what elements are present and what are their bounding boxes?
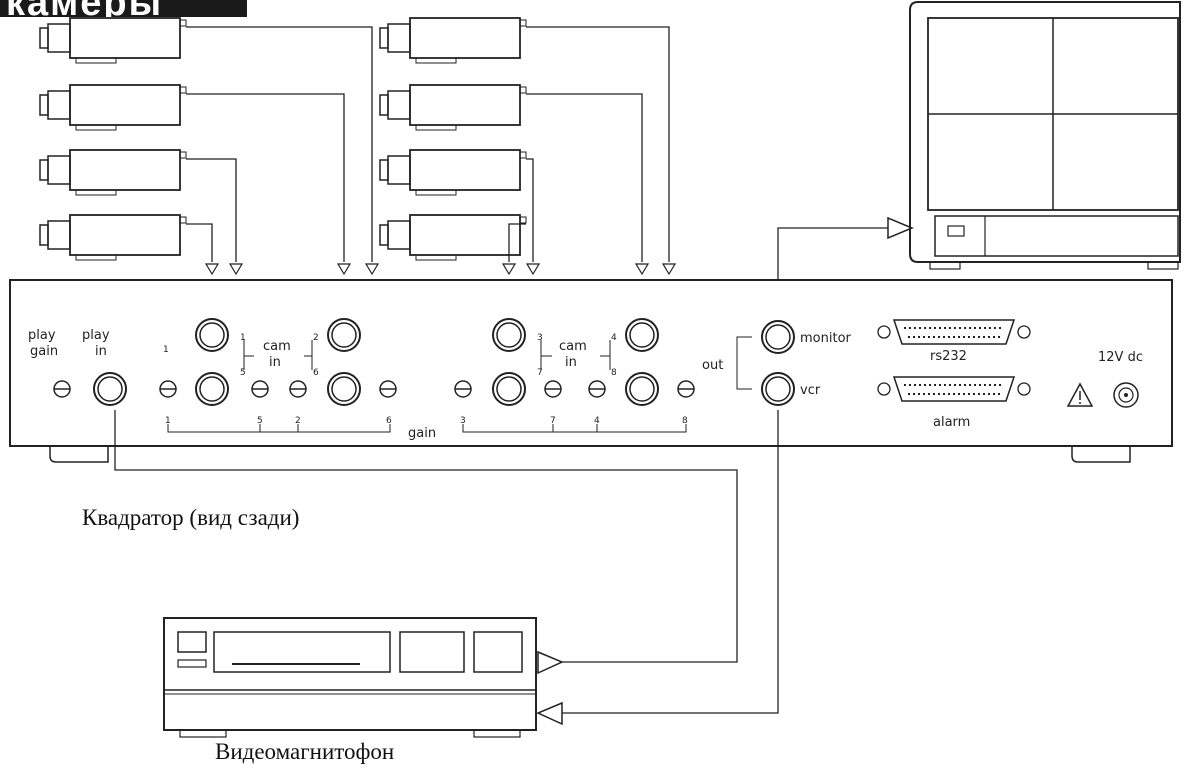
input-arrows bbox=[205, 263, 676, 275]
svg-text:7: 7 bbox=[550, 416, 556, 426]
page-title: камеры bbox=[0, 0, 247, 17]
cam-label: cam bbox=[263, 339, 291, 354]
camera-group-right bbox=[379, 17, 527, 261]
vcr-record-cable bbox=[562, 410, 779, 714]
cam-label: cam bbox=[559, 339, 587, 354]
vcr-output-arrow bbox=[537, 650, 564, 675]
svg-text:3: 3 bbox=[460, 416, 466, 426]
vcr-label: vcr bbox=[800, 383, 821, 398]
svg-text:4: 4 bbox=[611, 333, 617, 343]
power-label: 12V dc bbox=[1098, 350, 1143, 365]
in-label: in bbox=[565, 355, 577, 370]
camera-cables bbox=[186, 26, 670, 262]
camera-icon bbox=[379, 17, 527, 64]
svg-text:6: 6 bbox=[386, 416, 392, 426]
svg-text:8: 8 bbox=[682, 416, 688, 426]
quad-caption: Квадратор (вид сзади) bbox=[82, 505, 300, 530]
play-gain-label: play bbox=[28, 328, 56, 343]
svg-text:1: 1 bbox=[163, 345, 169, 355]
alarm-port[interactable] bbox=[877, 376, 1031, 402]
camera-group-left bbox=[39, 17, 187, 261]
svg-text:6: 6 bbox=[313, 368, 319, 378]
svg-text:5: 5 bbox=[240, 368, 246, 378]
camera-icon bbox=[39, 17, 187, 64]
play-in-label: play bbox=[82, 328, 110, 343]
camera-icon bbox=[379, 149, 527, 196]
gain-label: gain bbox=[408, 426, 436, 441]
svg-text:2: 2 bbox=[313, 333, 319, 343]
gain-scale: 1 5 2 6 3 7 4 8 gain bbox=[165, 416, 688, 441]
svg-text:2: 2 bbox=[295, 416, 301, 426]
monitor-icon bbox=[909, 1, 1181, 270]
camera-icon bbox=[379, 214, 527, 261]
power-jack[interactable] bbox=[1113, 382, 1139, 408]
in-label: in bbox=[269, 355, 281, 370]
vcr-icon bbox=[163, 617, 537, 738]
playback-cable bbox=[114, 410, 738, 663]
camera-icon bbox=[39, 214, 187, 261]
monitor-label: monitor bbox=[800, 331, 852, 346]
camera-icon bbox=[39, 84, 187, 131]
vcr-input-arrow bbox=[536, 701, 563, 726]
out-label: out bbox=[702, 358, 723, 373]
svg-text:1: 1 bbox=[240, 333, 246, 343]
monitor-input-arrow bbox=[887, 216, 914, 240]
svg-text:5: 5 bbox=[257, 416, 263, 426]
camera-icon bbox=[39, 149, 187, 196]
rs232-port[interactable] bbox=[877, 319, 1031, 345]
rs232-label: rs232 bbox=[930, 349, 967, 364]
svg-text:7: 7 bbox=[537, 368, 543, 378]
cam-inputs-right: 3 4 7 8 cam in bbox=[454, 318, 695, 406]
warning-icon bbox=[1066, 382, 1094, 407]
svg-text:8: 8 bbox=[611, 368, 617, 378]
svg-text:4: 4 bbox=[594, 416, 600, 426]
quad-rear-panel bbox=[9, 279, 1173, 463]
output-section: out monitor vcr bbox=[702, 320, 852, 406]
camera-icon bbox=[379, 84, 527, 131]
svg-text:gain: gain bbox=[30, 344, 58, 359]
svg-text:3: 3 bbox=[537, 333, 543, 343]
svg-text:in: in bbox=[95, 344, 107, 359]
alarm-label: alarm bbox=[933, 415, 970, 430]
vcr-caption: Видеомагнитофон bbox=[215, 739, 395, 764]
svg-text:1: 1 bbox=[165, 416, 171, 426]
cam-inputs-left: 1 1 2 5 6 cam in bbox=[159, 318, 397, 406]
